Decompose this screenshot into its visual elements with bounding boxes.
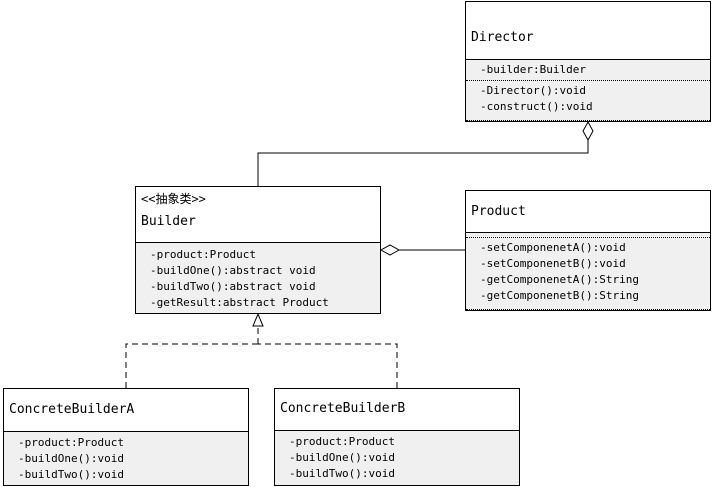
class-product-header: Product [466, 191, 710, 233]
member-row: -buildOne():void [18, 452, 124, 465]
class-director-methods: -Director():void -construct():void [466, 81, 710, 121]
class-concrete-builder-a[interactable]: ConcreteBuilderA -product:Product -build… [3, 388, 249, 486]
class-concrete-builder-a-members: -product:Product -buildOne():void -build… [4, 432, 248, 485]
method-row: -Director():void [480, 84, 586, 97]
class-product[interactable]: Product -setComponenetA():void -setCompo… [465, 190, 711, 311]
method-row: -getComponenetA():String [480, 273, 639, 286]
member-row: -buildOne():abstract void [150, 264, 316, 277]
class-product-methods: -setComponenetA():void -setComponenetB()… [466, 238, 710, 310]
member-row: -buildOne():void [289, 451, 395, 464]
class-builder[interactable]: <<抽象类>> Builder -product:Product -buildO… [135, 186, 381, 314]
method-row: -setComponenetB():void [480, 257, 626, 270]
builder-aggregation-diamond [379, 244, 401, 256]
class-concrete-builder-b-members: -product:Product -buildOne():void -build… [275, 431, 519, 485]
class-name: Product [471, 204, 526, 219]
class-builder-header: <<抽象类>> Builder [136, 187, 380, 243]
class-director-header: Director [466, 2, 710, 60]
class-concrete-builder-b[interactable]: ConcreteBuilderB -product:Product -build… [274, 388, 520, 486]
class-name: ConcreteBuilderA [9, 402, 135, 417]
inheritance-triangle-arrow [252, 312, 264, 327]
class-name: ConcreteBuilderB [280, 401, 406, 416]
class-director[interactable]: Director -builder:Builder -Director():vo… [465, 1, 711, 122]
method-row: -setComponenetA():void [480, 241, 626, 254]
member-row: -getResult:abstract Product [150, 296, 329, 309]
member-row: -product:Product [150, 248, 256, 261]
class-name: Director [471, 30, 534, 45]
class-name: Builder [141, 214, 196, 229]
class-concrete-builder-b-header: ConcreteBuilderB [275, 389, 519, 431]
member-row: -product:Product [289, 435, 395, 448]
class-product-attributes [466, 233, 710, 238]
director-aggregation-diamond [582, 120, 594, 142]
stereotype-label: <<抽象类>> [141, 192, 206, 206]
class-concrete-builder-a-header: ConcreteBuilderA [4, 389, 248, 432]
member-row: -buildTwo():void [18, 468, 124, 481]
class-director-attributes: -builder:Builder [466, 60, 710, 81]
director-builder-aggregation-line [257, 140, 589, 186]
attribute-row: -builder:Builder [480, 63, 586, 76]
method-row: -getComponenetB():String [480, 289, 639, 302]
member-row: -buildTwo():void [289, 467, 395, 480]
member-row: -buildTwo():abstract void [150, 280, 316, 293]
member-row: -product:Product [18, 436, 124, 449]
class-builder-members: -product:Product -buildOne():abstract vo… [136, 243, 380, 313]
concrete-builder-a-realization-line [125, 343, 258, 388]
method-row: -construct():void [480, 100, 593, 113]
concrete-builder-b-realization-line [258, 343, 398, 388]
